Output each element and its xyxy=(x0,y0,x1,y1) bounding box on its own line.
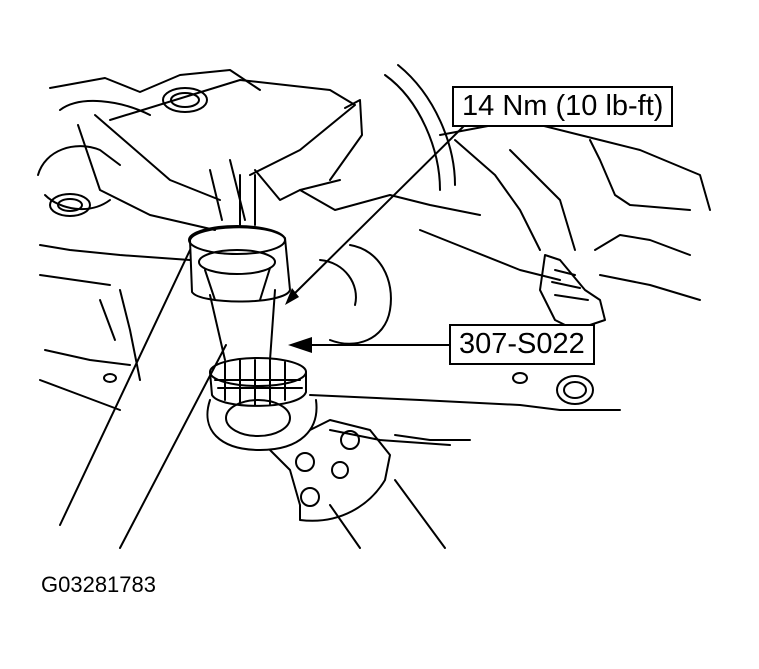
torque-wrench xyxy=(59,249,446,549)
leader-lines xyxy=(289,119,471,346)
torque-spec-callout: 14 Nm (10 lb-ft) xyxy=(452,86,674,127)
socket-extension xyxy=(188,174,291,361)
special-tool-adapter xyxy=(206,357,391,522)
transmission-housing xyxy=(37,64,711,446)
special-tool-callout: 307-S022 xyxy=(449,324,595,365)
tool-leader-arrowhead xyxy=(288,337,312,353)
figure-id: G03281783 xyxy=(41,572,156,597)
torque-leader-arrowhead xyxy=(285,288,299,305)
torque-leader-line xyxy=(289,119,471,299)
